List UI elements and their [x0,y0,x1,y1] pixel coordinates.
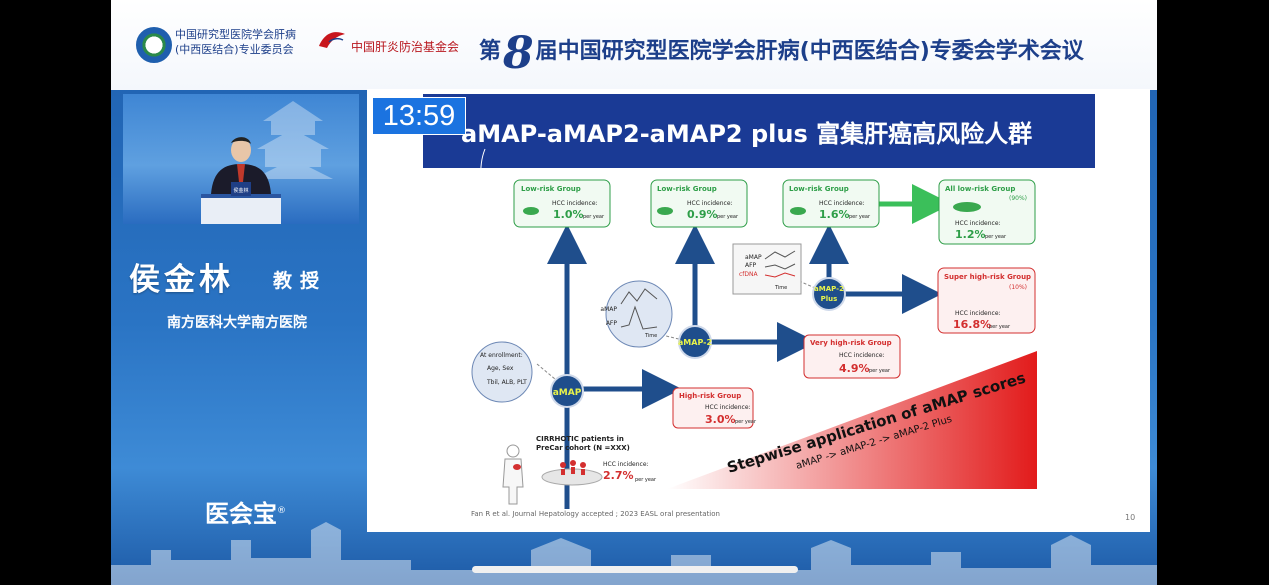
conference-title-prefix: 第 [479,39,502,64]
cohort-incidence-value: 2.7% [603,469,634,482]
all-low-risk-per: per year [985,234,1007,240]
all-low-risk-label: HCC incidence: [955,220,1001,227]
high-risk-per: per year [735,419,757,425]
very-high-risk-box [803,334,901,379]
high-risk-group: High-risk Group [679,392,741,400]
very-high-risk-per: per year [869,368,891,374]
society-name: 中国研究型医院学会肝病 (中西医结合)专业委员会 [175,27,296,57]
human-body-icon [502,444,524,505]
city-skyline-decoration [111,522,1157,585]
plus-chart-box [732,243,802,295]
very-high-risk-value: 4.9% [839,362,870,375]
podium-label: 侯金林 [233,187,248,194]
yihuibao-watermark: 医会宝® [205,494,286,529]
presentation-slide: aMAP-aMAP2-aMAP2 plus 富集肝癌高风险人群 13:59 St… [367,89,1150,532]
countdown-timer: 13:59 [372,97,466,135]
conference-banner: 中国研究型医院学会肝病 (中西医结合)专业委员会 中国肝炎防治基金会 第8届中国… [111,0,1157,90]
afp-chart-amap-label: aMAP [600,306,617,313]
amap-node-label: aMAP [553,388,582,398]
low-risk-box-3 [782,179,880,228]
amap2-node [678,325,712,359]
risk-gradient-triangle [667,351,1037,489]
enrollment-line1: Age, Sex [487,365,514,372]
low-risk-3-value: 1.6% [819,208,850,221]
high-risk-box [672,387,754,429]
low-risk-2-group: Low-risk Group [657,185,717,193]
amap2plus-node-line2: Plus [821,295,838,303]
patient-group-icon [560,460,586,475]
stepwise-diagram: Stepwise application of aMAP scores aMAP… [471,148,1037,509]
low-risk-3-per: per year [849,214,871,220]
low-risk-1-label: HCC incidence: [552,200,598,207]
super-high-risk-box [937,267,1036,334]
conference-title: 第8届中国研究型医院学会肝病(中西医结合)专委会学术会议 [479,28,1084,79]
speaker-name: 侯金林 [129,262,234,298]
all-low-risk-value: 1.2% [955,228,986,241]
low-risk-3-group: Low-risk Group [789,185,849,193]
plus-chart-time-label: Time [774,285,787,291]
amap-node [550,374,584,408]
super-high-risk-group: Super high-risk Group [944,273,1031,281]
slide-title: aMAP-aMAP2-aMAP2 plus 富集肝癌高风险人群 [461,120,1033,148]
cohort-line1: CIRRHOTIC patients in [536,435,624,443]
low-risk-box-2 [650,179,748,228]
super-high-risk-pct: (10%) [1009,284,1027,291]
conference-title-suffix: 届中国研究型医院学会肝病(中西医结合)专委会学术会议 [535,39,1084,64]
society-logo-icon [136,27,172,63]
high-risk-label: HCC incidence: [705,404,751,411]
low-risk-2-label: HCC incidence: [687,200,733,207]
low-risk-box-1 [513,179,611,228]
plus-chart-cfdna-label: cfDNA [739,271,759,278]
low-risk-2-value: 0.9% [687,208,718,221]
watermark-text: 医会宝 [205,500,277,528]
amap2plus-node-line1: aMAP-2 [814,285,844,293]
cohort-incidence-label: HCC incidence: [603,461,649,468]
cohort-incidence-per: per year [635,477,657,483]
foundation-logo-icon [319,32,345,48]
very-high-risk-group: Very high-risk Group [810,339,892,347]
all-low-risk-group: All low-risk Group [945,185,1015,193]
all-low-risk-pct: (90%) [1009,195,1027,202]
low-risk-2-per: per year [717,214,739,220]
watermark-registered-mark: ® [277,506,286,516]
conference-edition-number: 8 [503,28,534,79]
speaker-figure: 侯金林 [201,137,281,224]
enrollment-line2: Tbil, ALB, PLT [486,379,527,386]
speaker-camera-feed: 侯金林 [123,94,359,224]
enrollment-label: At enrollment: [480,352,523,359]
cohort-line2: PreCar cohort (N =XXX) [536,444,630,452]
enrollment-bubble [471,341,533,403]
amap2-node-label: aMAP-2 [678,338,712,347]
slide-citation: Fan R et al. Journal Hepatology accepted… [471,510,720,518]
speaker-affiliation: 南方医科大学南方医院 [167,315,307,331]
very-high-risk-label: HCC incidence: [839,352,885,359]
pagoda-background-icon [253,101,333,179]
foundation-name: 中国肝炎防治基金会 [351,40,460,54]
super-high-risk-label: HCC incidence: [955,310,1001,317]
afp-chart-afp-label: AFP [606,320,618,327]
low-risk-1-per: per year [583,214,605,220]
slide-header: aMAP-aMAP2-aMAP2 plus 富集肝癌高风险人群 [423,94,1095,168]
society-name-line1: 中国研究型医院学会肝病 [175,28,296,41]
video-frame: 中国研究型医院学会肝病 (中西医结合)专业委员会 中国肝炎防治基金会 第8届中国… [111,0,1157,585]
slide-page-number: 10 [1125,513,1136,522]
society-name-line2: (中西医结合)专业委员会 [175,43,294,56]
plus-chart-amap-label: aMAP [745,254,762,261]
high-risk-value: 3.0% [705,413,736,426]
low-risk-1-value: 1.0% [553,208,584,221]
all-low-risk-box [938,179,1036,245]
speaker-title: 教授 [273,270,328,292]
afp-chart-bubble [605,280,673,348]
low-risk-3-label: HCC incidence: [819,200,865,207]
amap2plus-node [812,277,846,311]
plus-chart-afp-label: AFP [745,262,757,269]
home-indicator-bar[interactable] [472,566,798,573]
afp-chart-time-label: Time [644,333,657,339]
super-high-risk-value: 16.8% [953,318,991,331]
low-risk-1-group: Low-risk Group [521,185,581,193]
super-high-risk-per: per year [989,324,1011,330]
